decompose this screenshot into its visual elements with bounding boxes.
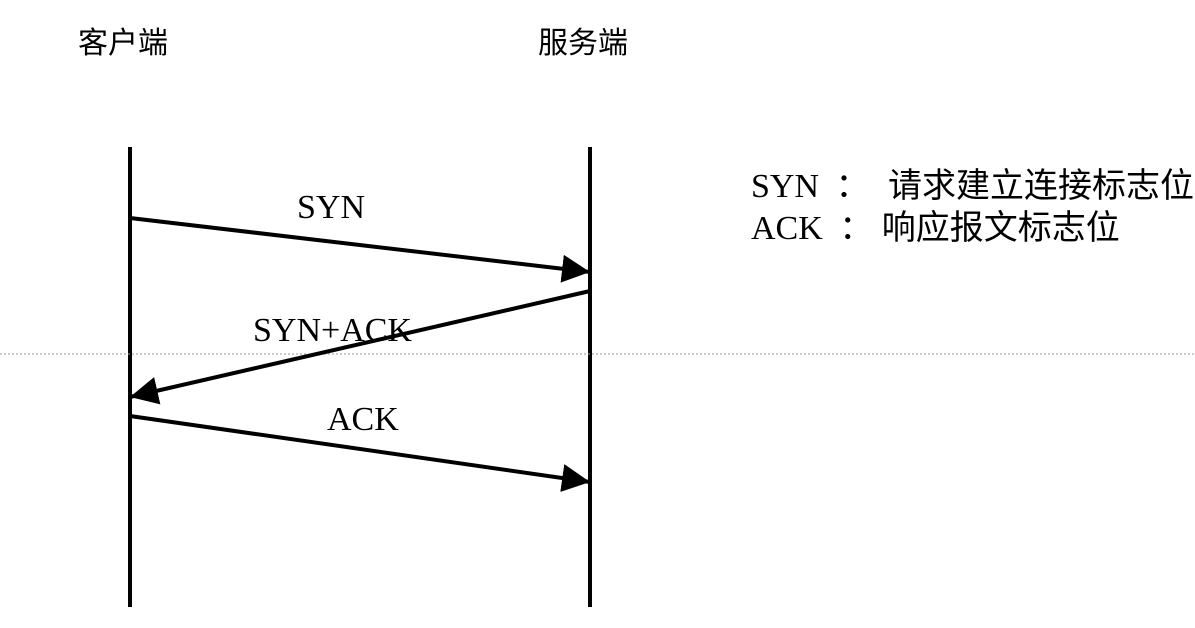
legend-ack-meaning: 响应报文标志位 [881, 210, 1120, 247]
syn-arrow [129, 216, 591, 283]
server-title: 服务端 [538, 27, 628, 60]
legend-syn-separator: ： [835, 168, 870, 205]
ack-arrow [129, 414, 591, 492]
legend-ack-term: ACK [751, 210, 823, 247]
legend-syn-term: SYN [751, 168, 820, 205]
legend-ack: ACK ： 响应报文标志位 [751, 212, 1120, 246]
ack-label: ACK [327, 401, 399, 438]
legend-syn: SYN ： 请求建立连接标志位 [751, 170, 1194, 204]
syn-ack-arrow [129, 289, 591, 405]
syn-ack-label: SYN+ACK [253, 312, 412, 349]
client-title: 客户端 [78, 27, 168, 60]
legend-syn-meaning: 请求建立连接标志位 [888, 168, 1195, 205]
legend-ack-separator: ： [839, 210, 874, 247]
syn-label: SYN [297, 189, 366, 226]
